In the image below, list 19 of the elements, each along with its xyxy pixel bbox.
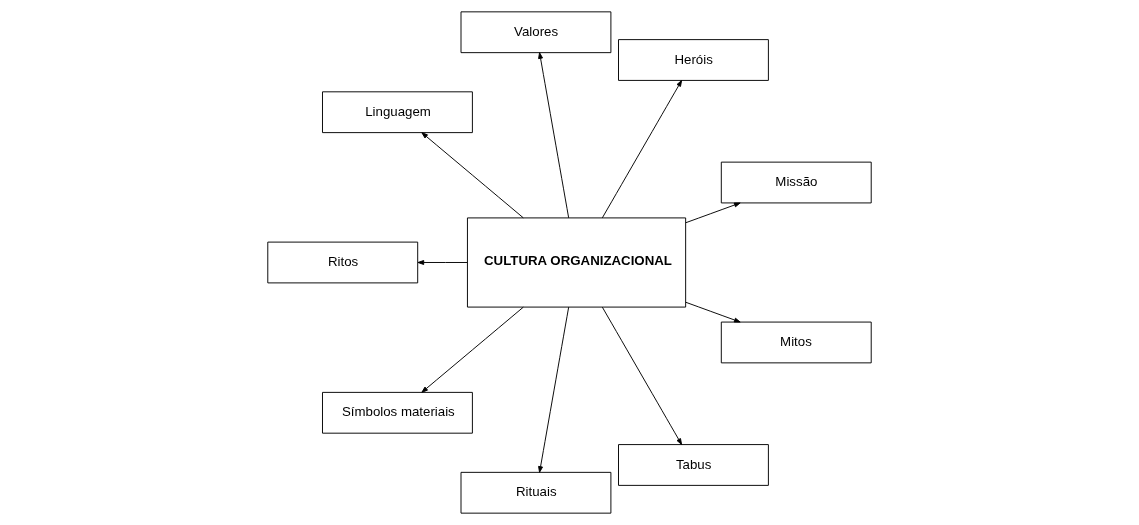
arrow xyxy=(685,301,741,323)
node-box: Tabus xyxy=(618,444,769,486)
node-box: Rituais xyxy=(460,471,612,514)
node-box: Valores xyxy=(460,11,612,54)
arrow xyxy=(685,202,741,224)
arrow xyxy=(421,132,524,219)
node-box: Linguagem xyxy=(322,91,473,134)
arrow xyxy=(417,260,468,265)
arrow xyxy=(538,52,570,219)
arrow xyxy=(601,306,683,445)
node-box: CULTURA ORGANIZACIONAL xyxy=(466,217,687,308)
node-box: Símbolos materiais xyxy=(322,391,473,434)
arrow xyxy=(538,306,570,473)
node-box: Missão xyxy=(720,161,872,204)
node-box: Heróis xyxy=(618,39,769,81)
node-box: Ritos xyxy=(267,241,419,284)
arrow xyxy=(421,306,524,393)
arrow xyxy=(601,80,683,219)
node-box: Mitos xyxy=(720,321,872,364)
